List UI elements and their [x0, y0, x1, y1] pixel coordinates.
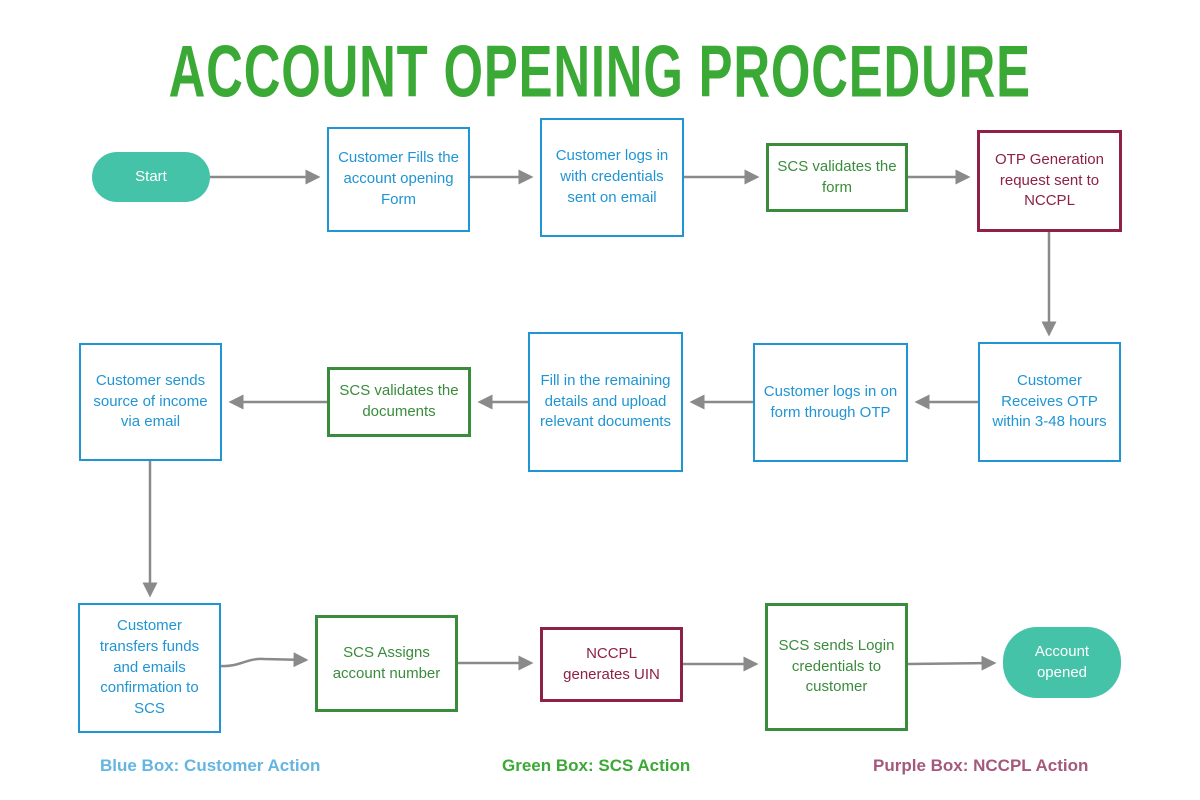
node-scs-validates-documents: SCS validates the documents — [327, 367, 471, 437]
node-receive-otp: Customer Receives OTP within 3-48 hours — [978, 342, 1121, 462]
page-title: ACCOUNT OPENING PROCEDURE — [0, 32, 1200, 113]
node-start-label: Start — [135, 167, 167, 185]
node-fill-form-label: Customer Fills the account opening Form — [338, 149, 459, 208]
node-assign-account-number-label: SCS Assigns account number — [332, 643, 441, 682]
legend-customer-action-label: Blue Box: Customer Action — [100, 756, 321, 775]
legend-nccpl-action-label: Purple Box: NCCPL Action — [873, 756, 1089, 775]
legend-customer-action: Blue Box: Customer Action — [100, 756, 320, 776]
node-nccpl-generates-uin: NCCPL generates UIN — [540, 627, 683, 702]
node-transfer-funds: Customer transfers funds and emails conf… — [78, 603, 221, 733]
node-login-otp: Customer logs in on form through OTP — [753, 343, 908, 462]
node-account-opened: Account opened — [1003, 627, 1121, 698]
node-login-credentials: Customer logs in with credentials sent o… — [540, 118, 684, 237]
node-remaining-details: Fill in the remaining details and upload… — [528, 332, 683, 472]
node-nccpl-generates-uin-label: NCCPL generates UIN — [563, 644, 660, 683]
node-transfer-funds-label: Customer transfers funds and emails conf… — [99, 617, 200, 718]
node-fill-form: Customer Fills the account opening Form — [327, 127, 470, 232]
node-login-otp-label: Customer logs in on form through OTP — [763, 382, 898, 421]
node-login-credentials-label: Customer logs in with credentials sent o… — [555, 147, 669, 206]
legend-nccpl-action: Purple Box: NCCPL Action — [873, 756, 1088, 776]
node-assign-account-number: SCS Assigns account number — [315, 615, 458, 712]
node-scs-validates-form-label: SCS validates the form — [777, 157, 897, 196]
node-send-income-source-label: Customer sends source of income via emai… — [93, 371, 208, 431]
legend-scs-action: Green Box: SCS Action — [502, 756, 690, 776]
node-otp-request: OTP Generation request sent to NCCPL — [977, 130, 1122, 232]
page-title-text: ACCOUNT OPENING PROCEDURE — [168, 31, 1032, 114]
node-otp-request-label: OTP Generation request sent to NCCPL — [995, 150, 1104, 210]
legend-scs-action-label: Green Box: SCS Action — [502, 756, 691, 775]
node-remaining-details-label: Fill in the remaining details and upload… — [540, 371, 671, 431]
node-send-login-credentials-label: SCS sends Login credentials to customer — [778, 636, 895, 696]
node-start: Start — [92, 152, 210, 202]
node-account-opened-label: Account opened — [1034, 642, 1090, 681]
node-send-login-credentials: SCS sends Login credentials to customer — [765, 603, 908, 731]
node-scs-validates-documents-label: SCS validates the documents — [339, 382, 459, 420]
node-scs-validates-form: SCS validates the form — [766, 143, 908, 212]
node-receive-otp-label: Customer Receives OTP within 3-48 hours — [992, 371, 1107, 431]
node-send-income-source: Customer sends source of income via emai… — [79, 343, 222, 461]
